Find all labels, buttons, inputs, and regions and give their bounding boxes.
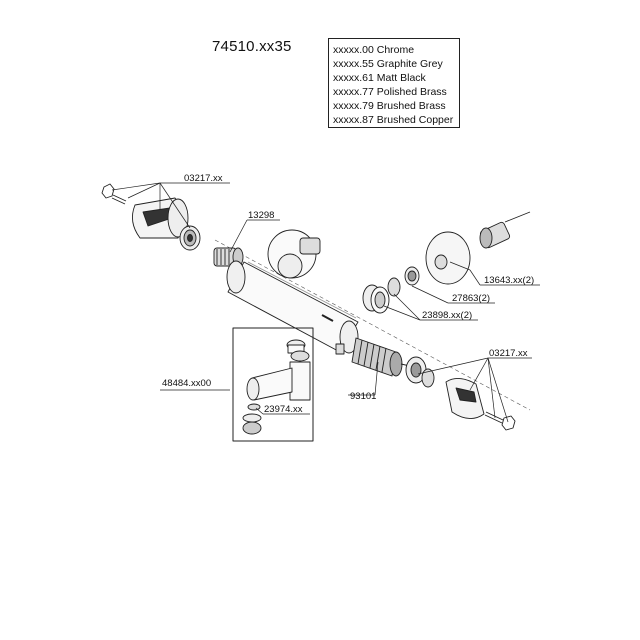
filter-seal-part [387, 266, 420, 297]
check-valve-part [213, 247, 244, 267]
finish-item: xxxxx.55 Graphite Grey [333, 58, 443, 70]
right-handle-knob [445, 378, 485, 419]
upper-wall-connection [267, 229, 321, 279]
left-handle-knob [131, 197, 189, 239]
finish-item: xxxxx.00 Chrome [333, 44, 415, 56]
body-screw [321, 314, 345, 355]
part-labels: 03217.xx 13298 13643.xx(2) 27863(2) 2389… [162, 173, 534, 415]
label-cartridge: 93101 [350, 391, 376, 402]
escutcheon-part [425, 231, 471, 285]
right-handle-screw [484, 411, 516, 431]
label-filter-seal: 27863(2) [452, 293, 490, 304]
right-handle-adapter [405, 356, 435, 388]
model-number-title: 74510.xx35 [212, 38, 292, 55]
eccentric-connector [479, 211, 531, 249]
finish-legend: xxxxx.00 Chrome xxxxx.55 Graphite Grey x… [328, 38, 460, 128]
left-handle-adapter [179, 225, 201, 251]
label-drain-nut: 23974.xx [264, 404, 303, 415]
finish-item: xxxxx.79 Brushed Brass [333, 100, 446, 112]
label-check-valve: 13298 [248, 210, 274, 221]
finish-item: xxxxx.87 Brushed Copper [333, 114, 454, 126]
leader-lines [111, 182, 540, 423]
thermostat-body [226, 260, 359, 354]
left-handle-screw [101, 183, 127, 205]
finish-item: xxxxx.61 Matt Black [333, 72, 426, 84]
nut-part [362, 284, 390, 314]
label-drain-set: 48484.xx00 [162, 378, 211, 389]
finish-item: xxxxx.77 Polished Brass [333, 86, 447, 98]
center-axis-line [214, 239, 531, 411]
label-nut: 23898.xx(2) [422, 310, 472, 321]
label-handle-set-right: 03217.xx [489, 348, 528, 359]
drain-set-box [232, 327, 314, 442]
label-escutcheon: 13643.xx(2) [484, 275, 534, 286]
label-handle-set-left: 03217.xx [184, 173, 223, 184]
thermostat-cartridge [351, 337, 411, 377]
